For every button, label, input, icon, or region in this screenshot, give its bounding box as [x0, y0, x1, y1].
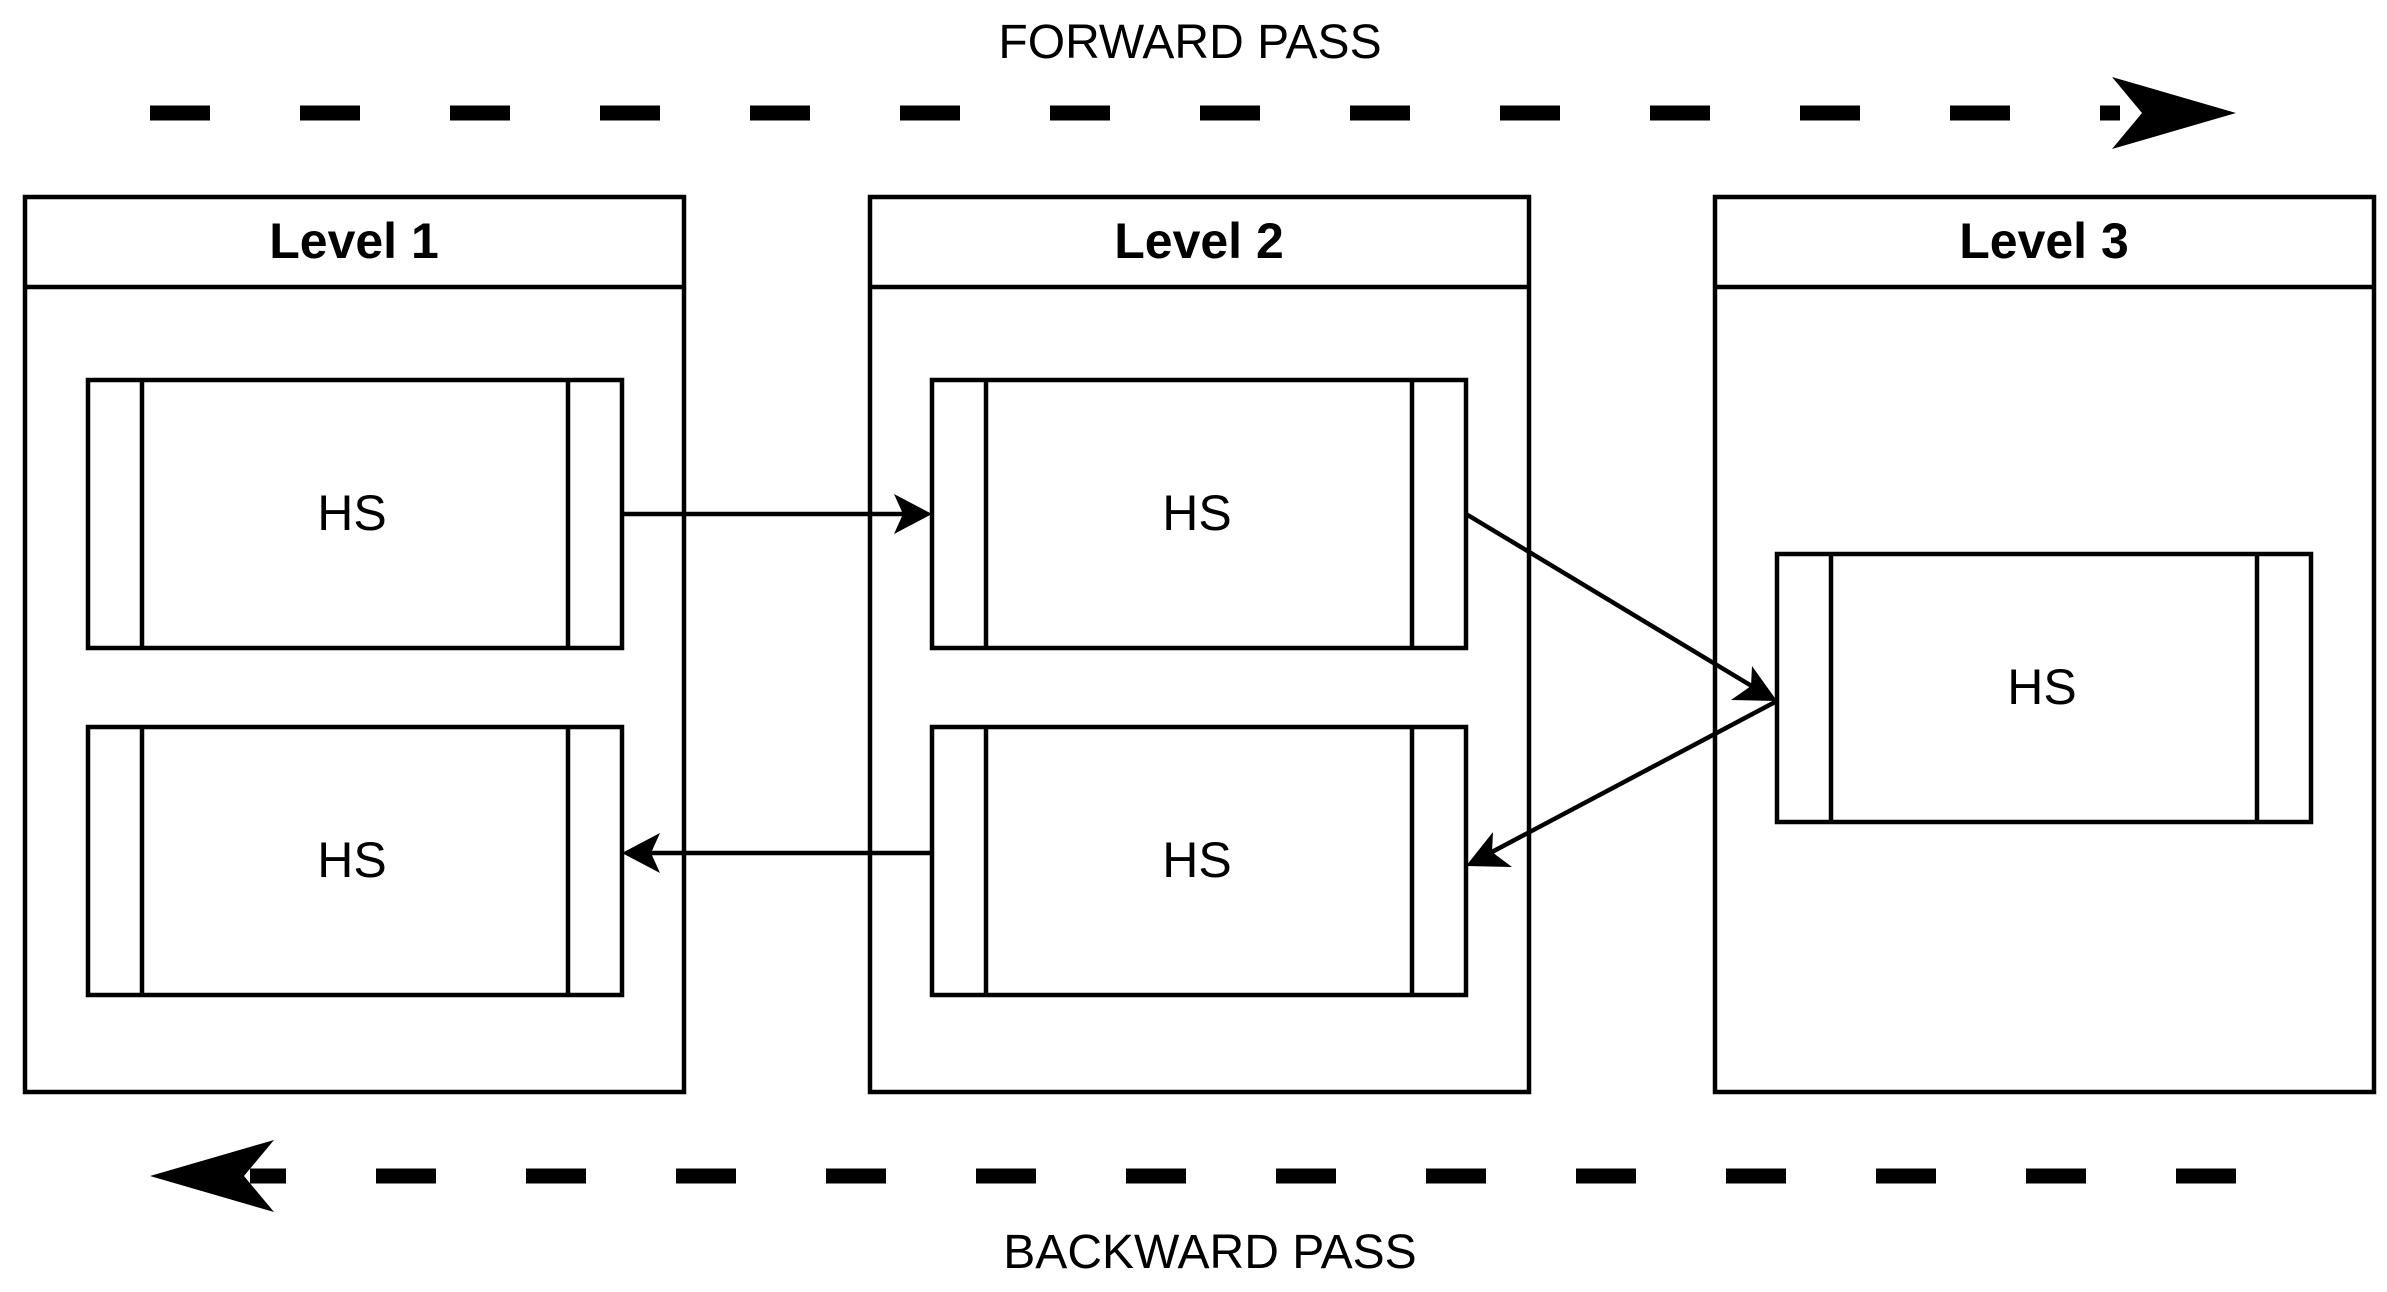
- level-2-bottom-hs-block: HS: [929, 724, 1469, 998]
- level-2-top-hs-label: HS: [1162, 485, 1231, 541]
- level-2-title: Level 2: [1114, 213, 1284, 269]
- level-1-top-hs-label: HS: [317, 485, 386, 541]
- level-1-panel: Level 1 HS HS: [22, 194, 687, 1095]
- connection-l2top-to-l3: [1464, 512, 1777, 701]
- level-2-bottom-hs-label: HS: [1162, 832, 1231, 888]
- connection-l1top-to-l2top: [622, 494, 932, 534]
- forward-pass-label: FORWARD PASS: [998, 16, 1381, 69]
- level-2-panel: Level 2 HS HS: [867, 194, 1532, 1095]
- level-3-title: Level 3: [1959, 213, 2129, 269]
- connection-l3-to-l2bottom: [1466, 699, 1779, 867]
- level-1-bottom-hs-label: HS: [317, 832, 386, 888]
- level-2-top-hs-block: HS: [929, 377, 1469, 651]
- level-3-hs-label: HS: [2007, 659, 2076, 715]
- level-1-top-hs-block: HS: [85, 377, 625, 651]
- backward-pass-label: BACKWARD PASS: [1003, 1226, 1416, 1279]
- connection-l2bottom-to-l1bottom: [622, 833, 932, 873]
- level-1-title: Level 1: [269, 213, 439, 269]
- level-3-panel: Level 3 HS: [1712, 194, 2377, 1095]
- backward-pass-arrow: [150, 1140, 2236, 1212]
- forward-pass-arrow: [150, 77, 2236, 149]
- level-3-hs-block: HS: [1774, 551, 2314, 825]
- level-1-bottom-hs-block: HS: [85, 724, 625, 998]
